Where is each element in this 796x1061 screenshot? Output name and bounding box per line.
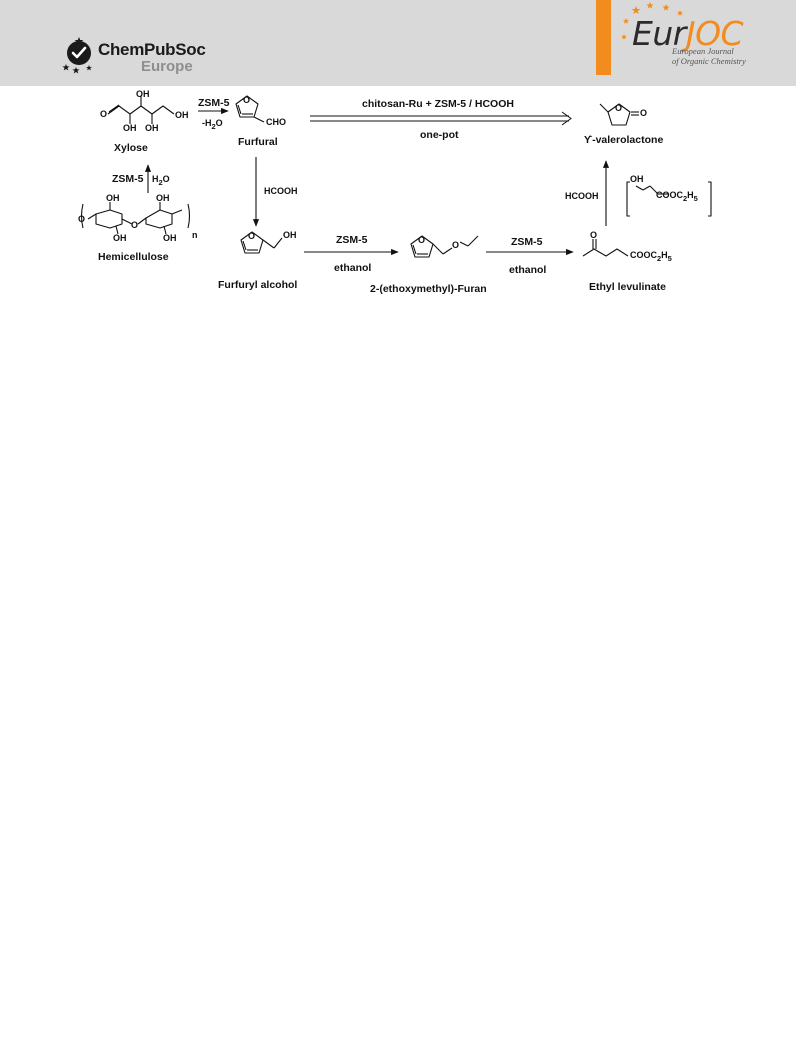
hydroxy-ester-intermediate: [626, 181, 712, 217]
int-ester-suffix: H: [687, 190, 694, 200]
label-furfural: Furfural: [238, 136, 278, 148]
hemi-oh-4: OH: [163, 233, 177, 243]
gvl-ring-o: O: [615, 103, 623, 113]
xylose-structure: [107, 96, 175, 124]
reagent-hcooh-reduction: HCOOH: [264, 186, 298, 196]
xylose-oh-4: OH: [145, 123, 159, 133]
ethoxymethyl-furan-structure: [410, 235, 479, 258]
label-ethyl-levulinate: Ethyl levulinate: [589, 281, 667, 293]
el-ester: COOC2H5: [630, 250, 672, 264]
eurjoc-wordmark-eur: Eur: [632, 14, 686, 53]
reagent-one-pot-bottom: one-pot: [420, 129, 459, 141]
hemi-oh-2: OH: [113, 233, 127, 243]
int-oh: OH: [630, 174, 644, 184]
int-ester-prefix: COOC: [656, 190, 683, 200]
chempubsoc-logo: ChemPubSoc Europe: [62, 36, 222, 78]
reagent-hcooh-hydrogenation: HCOOH: [565, 191, 599, 201]
ethyl-levulinate-structure: [582, 239, 629, 257]
chempubsoc-emblem-icon: [62, 37, 92, 74]
el-ester-suffix: H: [661, 250, 668, 260]
el-ester-prefix: COOC: [630, 250, 657, 260]
reagent-minus-water: -H2O: [202, 118, 223, 132]
int-ester-sub1: 2: [683, 193, 688, 203]
water-suffix: O: [162, 174, 170, 184]
furfuryl-ring-o: O: [248, 231, 256, 241]
minus-water-suffix: O: [215, 118, 223, 128]
ether-ring-o: O: [418, 235, 426, 245]
eurjoc-subtitle-line2: of Organic Chemistry: [672, 56, 746, 66]
reagent-ethanol-levulinate: ethanol: [509, 264, 547, 276]
reagent-zsm5-hemi: ZSM-5: [112, 173, 144, 185]
journal-header: ChemPubSoc Europe EurJOC European Journa…: [0, 0, 796, 86]
furfuryl-alcohol-structure: [240, 231, 283, 254]
label-ethoxymethyl-furan: 2-(ethoxymethyl)-Furan: [370, 283, 487, 295]
ether-o: O: [452, 240, 460, 250]
label-furfuryl-alcohol: Furfuryl alcohol: [218, 279, 298, 291]
furfuryl-oh: OH: [283, 230, 297, 240]
label-gvl: ϒ-valerolactone: [584, 134, 664, 146]
label-xylose: Xylose: [114, 142, 148, 154]
el-ester-sub1: 2: [657, 253, 662, 263]
chempubsoc-region: Europe: [141, 58, 193, 75]
star-ring-icon: [621, 2, 684, 40]
hemi-o-link: O: [131, 220, 139, 230]
xylose-oh-3: OH: [136, 89, 150, 99]
int-ester: COOC2H5: [656, 190, 698, 204]
furfural-cho: CHO: [266, 117, 286, 127]
hemi-o-left: O: [78, 214, 86, 224]
chempubsoc-name: ChemPubSoc: [98, 40, 206, 59]
scheme-graphics: [80, 95, 712, 258]
eurjoc-wordmark-joc: JOC: [685, 14, 744, 53]
arrow-one-pot: [310, 111, 572, 126]
gvl-structure: [599, 103, 639, 126]
eurjoc-subtitle: European Journal of Organic Chemistry: [672, 46, 746, 66]
xylose-oh-2: OH: [123, 123, 137, 133]
furfural-structure: [235, 95, 265, 123]
hemicellulose-structure: [80, 202, 191, 235]
accent-bar: [596, 0, 611, 75]
int-ester-sub2: 5: [693, 193, 698, 203]
hemi-oh-3: OH: [156, 193, 170, 203]
xylose-oh-5: OH: [175, 110, 189, 120]
water-prefix: H: [152, 174, 159, 184]
el-ester-sub2: 5: [667, 253, 672, 263]
reagent-zsm5-top: ZSM-5: [198, 97, 230, 109]
eurjoc-wordmark: EurJOC: [632, 14, 744, 53]
reaction-scheme: O OH OH OH OH O CHO O O O OH OH O OH OH …: [78, 86, 718, 302]
hemi-n: n: [192, 230, 198, 240]
gvl-carbonyl-o: O: [640, 108, 648, 118]
label-hemicellulose: Hemicellulose: [98, 251, 169, 263]
reagent-one-pot-top: chitosan-Ru + ZSM-5 / HCOOH: [362, 98, 514, 110]
eurjoc-logo: EurJOC European Journal of Organic Chemi…: [616, 0, 796, 86]
eurjoc-subtitle-line1: European Journal: [672, 46, 734, 56]
hemi-oh-1: OH: [106, 193, 120, 203]
reagent-water: H2O: [152, 174, 170, 188]
water-index: 2: [158, 177, 163, 187]
minus-water-index: 2: [211, 121, 216, 131]
furfural-ring-o: O: [243, 95, 251, 105]
reagent-zsm5-etherification: ZSM-5: [336, 234, 368, 246]
reagent-ethanol-etherification: ethanol: [334, 262, 372, 274]
minus-water-prefix: -H: [202, 118, 212, 128]
xylose-o: O: [100, 109, 108, 119]
el-carbonyl-o: O: [590, 230, 598, 240]
reagent-zsm5-levulinate: ZSM-5: [511, 236, 543, 248]
